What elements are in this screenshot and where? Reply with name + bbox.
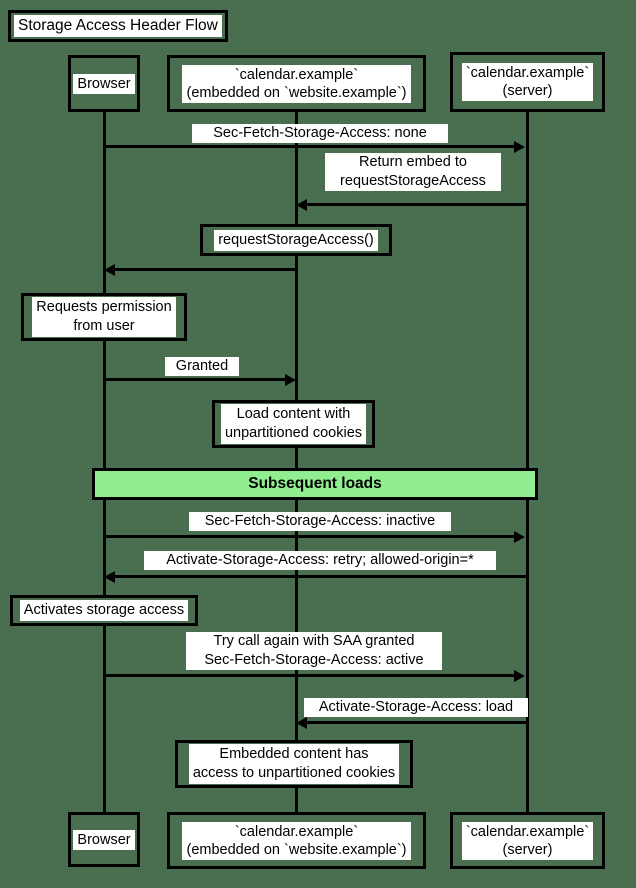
note-request-storage-access-text: requestStorageAccess() <box>214 229 378 251</box>
participant-server-bottom[interactable]: `calendar.example` (server) <box>450 812 605 869</box>
message-arrowhead-1 <box>514 140 525 153</box>
page-title: Storage Access Header Flow <box>14 15 222 37</box>
participant-browser-bottom[interactable]: Browser <box>68 812 140 867</box>
message-label-2: Return embed to requestStorageAccess <box>325 153 501 191</box>
note-request-storage-access: requestStorageAccess() <box>200 224 392 256</box>
note-load-content: Load content with unpartitioned cookies <box>212 400 375 448</box>
message-line-6 <box>113 575 527 578</box>
participant-embed-label-bottom: `calendar.example` (embedded on `website… <box>182 821 411 860</box>
divider-subsequent-loads-text: Subsequent loads <box>248 475 382 492</box>
message-label-8: Activate-Storage-Access: load <box>304 698 528 717</box>
message-line-8 <box>305 721 527 724</box>
note-requests-permission: Requests permission from user <box>21 293 187 341</box>
message-label-5: Sec-Fetch-Storage-Access: inactive <box>189 512 451 531</box>
diagram-title-box: Storage Access Header Flow <box>8 10 228 42</box>
note-activates-storage-access: Activates storage access <box>10 595 198 626</box>
participant-browser-label-top: Browser <box>73 73 135 94</box>
participant-browser-label-bottom: Browser <box>73 829 135 850</box>
lifeline-embed <box>295 112 298 812</box>
divider-subsequent-loads: Subsequent loads <box>92 468 538 500</box>
lifeline-server <box>526 112 529 812</box>
note-requests-permission-text: Requests permission from user <box>32 297 176 337</box>
message-label-4: Granted <box>165 357 239 376</box>
message-line-3 <box>113 268 296 271</box>
participant-embed-top[interactable]: `calendar.example` (embedded on `website… <box>167 55 426 112</box>
message-arrowhead-2 <box>296 198 307 211</box>
message-arrowhead-8 <box>296 716 307 729</box>
message-arrowhead-4 <box>285 373 296 386</box>
message-line-2 <box>305 203 527 206</box>
message-label-7: Try call again with SAA granted Sec-Fetc… <box>186 632 442 670</box>
note-load-content-text: Load content with unpartitioned cookies <box>220 404 367 444</box>
message-label-1: Sec-Fetch-Storage-Access: none <box>192 124 448 143</box>
message-line-1 <box>104 145 516 148</box>
participant-server-label-top: `calendar.example` (server) <box>461 63 594 101</box>
message-line-7 <box>104 674 516 677</box>
lifeline-browser <box>103 112 106 812</box>
message-arrowhead-7 <box>514 669 525 682</box>
participant-embed-bottom[interactable]: `calendar.example` (embedded on `website… <box>167 812 426 869</box>
message-arrowhead-6 <box>104 570 115 583</box>
message-line-4 <box>104 378 287 381</box>
participant-server-top[interactable]: `calendar.example` (server) <box>450 52 605 112</box>
message-label-6: Activate-Storage-Access: retry; allowed-… <box>144 551 496 570</box>
message-line-5 <box>104 535 516 538</box>
participant-embed-label-top: `calendar.example` (embedded on `website… <box>182 64 411 103</box>
participant-browser-top[interactable]: Browser <box>68 55 140 112</box>
participant-server-label-bottom: `calendar.example` (server) <box>461 821 594 860</box>
message-arrowhead-3 <box>104 263 115 276</box>
note-embedded-content-access-text: Embedded content has access to unpartiti… <box>188 744 400 784</box>
message-arrowhead-5 <box>514 530 525 543</box>
note-activates-storage-access-text: Activates storage access <box>19 600 189 621</box>
note-embedded-content-access: Embedded content has access to unpartiti… <box>175 740 413 788</box>
